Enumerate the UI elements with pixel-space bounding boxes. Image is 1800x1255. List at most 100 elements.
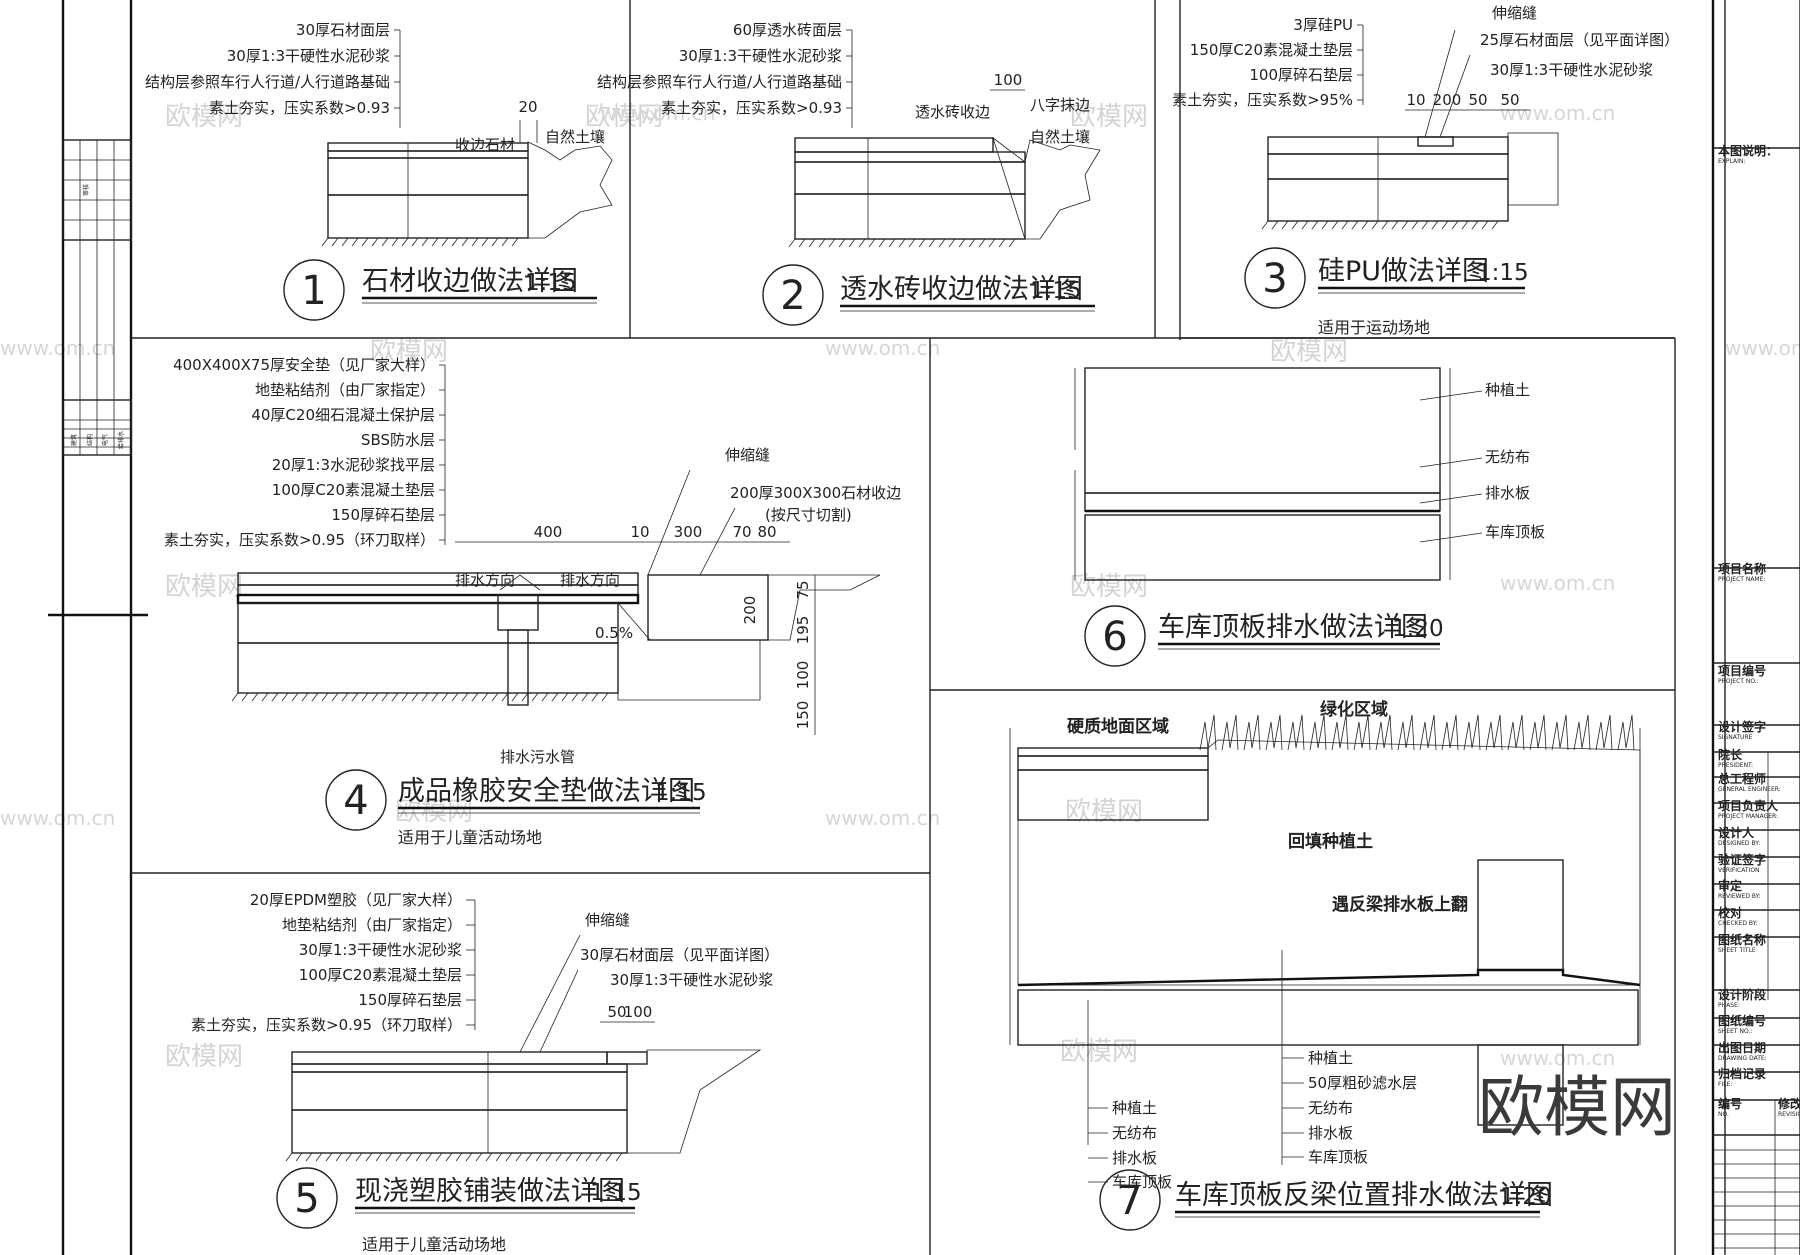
- soil-tick: [415, 1152, 423, 1162]
- soil-tick: [575, 1152, 583, 1162]
- concrete-layer: [291, 1071, 628, 1111]
- soil-tick: [958, 238, 966, 248]
- detail-number-circle: [1099, 1169, 1161, 1231]
- concrete-layer: [1267, 153, 1509, 180]
- grass: [1331, 714, 1349, 751]
- soil-tick: [908, 238, 916, 248]
- soil-tick: [445, 1152, 453, 1162]
- title-block-3: 设计签字: [1718, 719, 1766, 734]
- watermark-brand: 欧模网: [585, 102, 663, 132]
- soil-tick: [551, 692, 559, 702]
- soil-tick: [321, 237, 329, 247]
- soil-tick: [1371, 220, 1379, 230]
- soil-tick: [391, 237, 399, 247]
- soil-tick: [371, 692, 379, 702]
- grass: [1485, 714, 1503, 751]
- detail6-layer-label: 无纺布: [1485, 448, 1530, 466]
- watermark-url: www.om.cn: [1725, 336, 1800, 360]
- detail1-layer-label: 素土夯实，压实系数>0.93: [209, 99, 390, 117]
- leader: [1419, 390, 1483, 401]
- soil-tick: [421, 237, 429, 247]
- grass: [1397, 714, 1415, 751]
- watermark-url: www.om.cn: [1500, 1046, 1615, 1070]
- leader: [1439, 54, 1471, 138]
- soil-tick: [1321, 220, 1329, 230]
- note: 排水方向: [455, 571, 515, 589]
- soil-tick: [918, 238, 926, 248]
- detail-subtitle: 适用于运动场地: [1318, 318, 1430, 337]
- soil-tick: [485, 1152, 493, 1162]
- gravel-layer: [237, 642, 619, 694]
- detail7-layer-label: 无纺布: [1112, 1124, 1157, 1142]
- soil-tick: [341, 692, 349, 702]
- title-block-en-17: REVISION: [1778, 1111, 1800, 1118]
- detail5-layer-label: 素土夯实，压实系数>0.95（环刀取样）: [191, 1016, 462, 1034]
- soil-tick: [311, 692, 319, 702]
- garage-roof: [1017, 989, 1639, 1046]
- soil-tick: [968, 238, 976, 248]
- grass: [1375, 714, 1393, 751]
- soil-tick: [505, 1152, 513, 1162]
- soil-tick: [461, 237, 469, 247]
- soil-tick: [1461, 220, 1469, 230]
- watermark-brand: 欧模网: [165, 572, 243, 602]
- side-label-row1: 建筑: [70, 434, 78, 446]
- soil-tick: [1361, 220, 1369, 230]
- soil-tick: [455, 1152, 463, 1162]
- watermark-brand: 欧模网: [1070, 572, 1148, 602]
- soil-tick: [481, 237, 489, 247]
- title-block-0: 本图说明：: [1718, 143, 1778, 158]
- soil-tick: [501, 692, 509, 702]
- grass: [1419, 714, 1437, 751]
- soil-tick: [511, 692, 519, 702]
- dimension: 200: [741, 596, 759, 625]
- soil-tick: [295, 1152, 303, 1162]
- detail-number-circle: [276, 1167, 338, 1229]
- title-block-6: 项目负责人: [1718, 798, 1779, 813]
- soil-tick: [231, 692, 239, 702]
- detail2-layer-label: 素土夯实，压实系数>0.93: [661, 99, 842, 117]
- note: (按尺寸切割): [765, 506, 852, 524]
- grass: [1353, 714, 1371, 751]
- soil-tick: [1331, 220, 1339, 230]
- zone-label: 绿化区域: [1320, 699, 1388, 720]
- soil-tick: [401, 237, 409, 247]
- soil-tick: [1401, 220, 1409, 230]
- detail-scale: 1:15: [525, 270, 577, 296]
- dimension: 20: [518, 98, 537, 116]
- watermark-brand: 欧模网: [165, 1042, 243, 1072]
- note: 30厚石材面层（见平面详图）: [580, 946, 779, 964]
- hard-surface-base: [1017, 755, 1209, 771]
- detail-title: 现浇塑胶铺装做法详图: [355, 1176, 625, 1207]
- soil-tick: [828, 238, 836, 248]
- title-block-16: 编号: [1717, 1096, 1742, 1111]
- side-label-top: 审核: [82, 184, 90, 196]
- detail-number-circle: [325, 769, 387, 831]
- side-label-row3: 电气: [101, 434, 109, 446]
- soil-tick: [1281, 220, 1289, 230]
- note: 自然土壤: [1030, 128, 1090, 146]
- soil-tick: [531, 692, 539, 702]
- soil-tick: [285, 1152, 293, 1162]
- title-block-en-11: SHEET TITLE: [1718, 947, 1756, 954]
- detail4-layer-label: 20厚1:3水泥砂浆找平层: [272, 456, 435, 474]
- detail7-layer-label: 种植土: [1112, 1099, 1157, 1117]
- title-block-13: 图纸编号: [1718, 1013, 1766, 1028]
- title-block-en-6: PROJECT MANAGER:: [1718, 813, 1778, 820]
- dimension: 100: [994, 71, 1023, 89]
- soil-tick: [898, 238, 906, 248]
- detail2-layer-label: 结构层参照车行人行道/人行道路基础: [597, 73, 842, 91]
- soil-tick: [1261, 220, 1269, 230]
- drain-top: [499, 574, 541, 591]
- title-block-en-12: PHASE:: [1718, 1002, 1740, 1009]
- epdm-layer: [291, 1051, 608, 1065]
- title-block-en-4: PRESIDENT:: [1718, 762, 1753, 769]
- drainage-line: [1017, 968, 1641, 987]
- concrete-layer: [327, 157, 529, 196]
- detail3-layer-label: 3厚硅PU: [1293, 16, 1353, 34]
- soil-tick: [395, 1152, 403, 1162]
- soil-tick: [241, 692, 249, 702]
- soil-tick: [818, 238, 826, 248]
- grass: [1199, 714, 1217, 751]
